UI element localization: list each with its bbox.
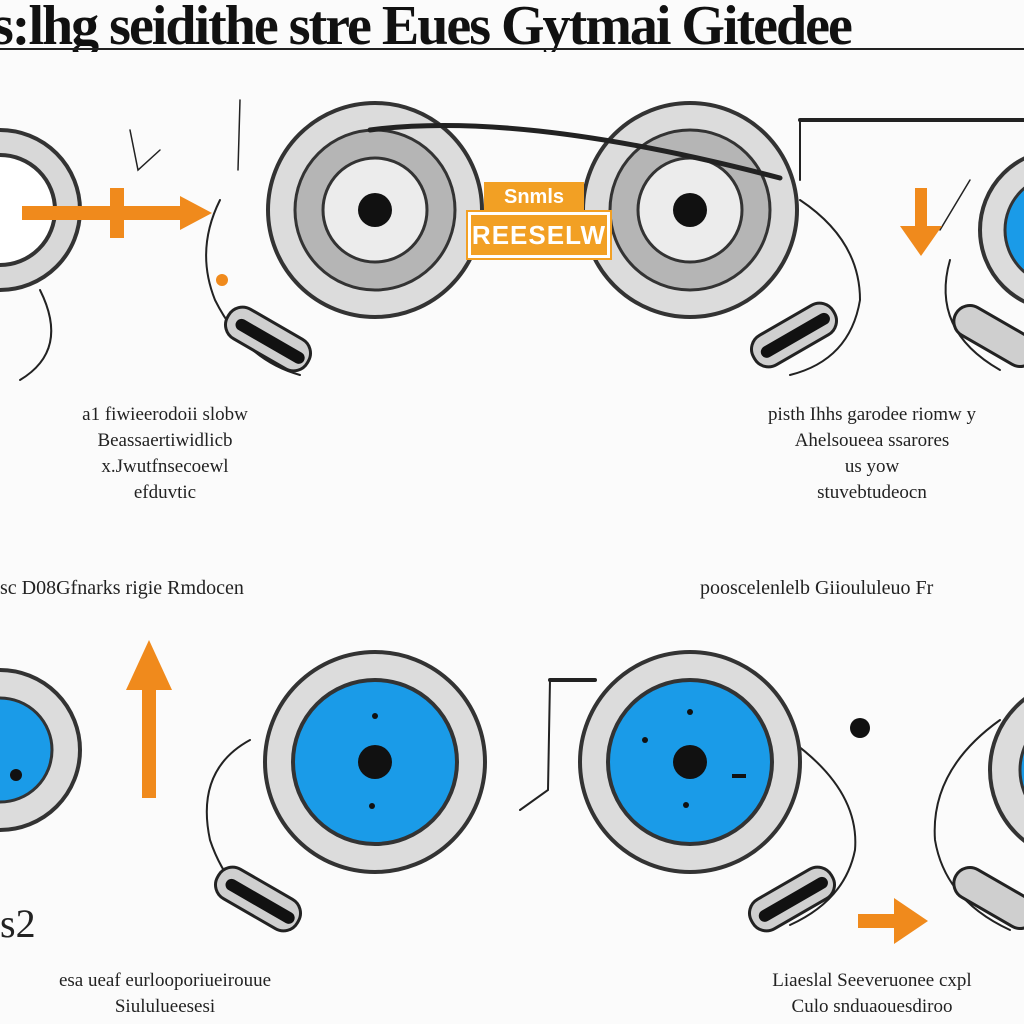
earcup-bottom-4 — [933, 697, 1024, 931]
caption-bottom-left: esa ueaf eurlooporiueirouue Siululueeses… — [58, 970, 272, 1017]
cable-line — [367, 122, 783, 181]
arrow-down-top — [900, 188, 942, 256]
title-divider — [0, 48, 1024, 50]
badge-top-label: Snmls — [484, 182, 584, 212]
earcup-top-1 — [0, 128, 82, 381]
caption-bottom-right: Liaeslal Seeveruonee cxpl Culo snduaoues… — [772, 970, 972, 1017]
arrow-right-bottom — [858, 898, 928, 944]
arrow-right-top — [22, 188, 212, 238]
step-number: s2 — [0, 901, 36, 946]
earcup-top-4 — [798, 118, 1024, 371]
caption-top-left: a1 fiwieerodoii slobw Beassaertiwidlicb … — [82, 404, 248, 503]
heading-left: sc D08Gfnarks rigie Rmdocen — [0, 577, 244, 599]
arrow-up-bottom — [126, 640, 172, 798]
step-badge: REESELW — [466, 210, 612, 260]
earcup-bottom-1 — [0, 668, 82, 832]
earcup-bottom-2 — [205, 650, 487, 933]
heading-right: pooscelenlelb Giioululeuo Fr — [700, 577, 934, 599]
earcup-top-2 — [129, 99, 484, 376]
earcup-bottom-3 — [519, 650, 870, 933]
caption-top-right: pisth Ihhs garodee riomw y Ahelsoueea ss… — [768, 404, 976, 503]
page-title: s:lhg seidithe stre Eues Gytmai Gitedee — [0, 0, 853, 52]
earcup-top-3 — [581, 101, 862, 376]
